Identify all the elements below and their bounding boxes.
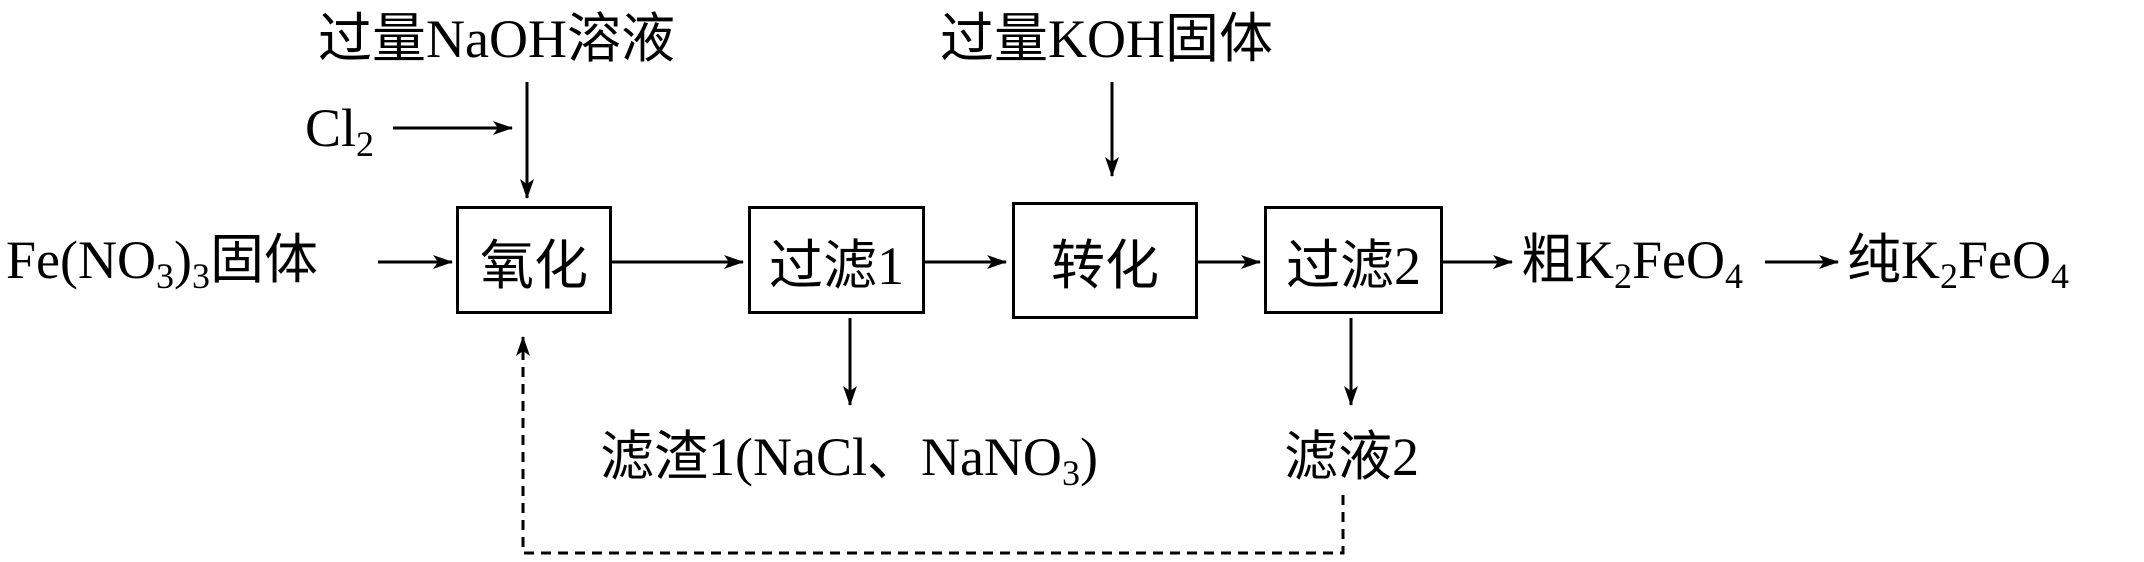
step-filter1-box: 过滤1 bbox=[748, 206, 925, 314]
residue1-p1: 滤渣1(NaCl、NaNO bbox=[600, 427, 1062, 487]
crude-s1: 2 bbox=[1614, 256, 1632, 296]
step-filter2-label: 过滤2 bbox=[1286, 235, 1421, 296]
crude-p1: 粗K bbox=[1521, 230, 1614, 290]
step-oxidation-label: 氧化 bbox=[480, 235, 588, 296]
pure-p1: 纯K bbox=[1847, 230, 1940, 290]
start-p1: Fe(NO bbox=[6, 230, 156, 290]
step-conversion-box: 转化 bbox=[1012, 202, 1198, 319]
pure-product-label: 纯K2FeO4 bbox=[1847, 230, 2069, 294]
crude-p2: FeO bbox=[1632, 230, 1725, 290]
cl2-subscript: 2 bbox=[356, 124, 375, 164]
reagent-cl2-label: Cl2 bbox=[305, 98, 374, 162]
start-p2: ) bbox=[173, 230, 192, 290]
crude-product-label: 粗K2FeO4 bbox=[1521, 230, 1743, 294]
step-oxidation-box: 氧化 bbox=[456, 206, 612, 314]
start-material-label: Fe(NO3)3固体 bbox=[6, 230, 318, 294]
crude-s2: 4 bbox=[1725, 256, 1743, 296]
start-s1: 3 bbox=[155, 256, 174, 296]
step-filter1-label: 过滤1 bbox=[769, 235, 904, 296]
start-p3: 固体 bbox=[209, 230, 318, 290]
step-filter2-box: 过滤2 bbox=[1264, 206, 1443, 314]
cl2-text: Cl bbox=[305, 98, 357, 158]
reagent-naoh-label: 过量NaOH溶液 bbox=[318, 9, 675, 69]
residue1-label: 滤渣1(NaCl、NaNO3) bbox=[600, 427, 1098, 491]
pure-p2: FeO bbox=[1958, 230, 2051, 290]
residue1-s1: 3 bbox=[1061, 453, 1080, 493]
start-s2: 3 bbox=[191, 256, 210, 296]
reagent-koh-label: 过量KOH固体 bbox=[940, 9, 1273, 69]
filtrate2-label: 滤液2 bbox=[1284, 427, 1419, 487]
step-conversion-label: 转化 bbox=[1051, 236, 1159, 296]
pure-s2: 4 bbox=[2051, 256, 2069, 296]
recycle-dashed-line bbox=[516, 336, 1345, 555]
residue1-p2: ) bbox=[1079, 427, 1098, 487]
pure-s1: 2 bbox=[1940, 256, 1958, 296]
